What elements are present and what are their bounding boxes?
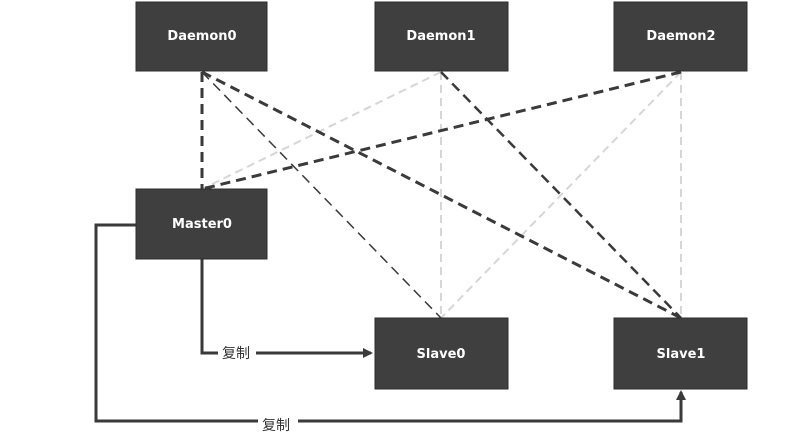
link-daemon2-slave0 [440,71,682,319]
link-daemon2-master0 [201,70,682,191]
replication-arrow-slave0 [200,259,373,358]
replication-label-slave1: 复制 [262,417,290,434]
light-monitor-links [201,71,682,319]
node-slave0-label: Slave0 [417,347,466,362]
node-daemon2-label: Daemon2 [646,29,715,44]
node-daemon2: Daemon2 [613,1,748,72]
link-daemon0-slave1 [201,70,682,320]
link-daemon0-slave0 [201,71,442,319]
node-slave0: Slave0 [374,317,509,390]
replication-links [94,223,686,423]
node-slave1: Slave1 [613,317,748,390]
node-daemon1: Daemon1 [374,1,509,72]
node-daemon1-label: Daemon1 [406,29,475,44]
link-daemon1-slave1 [440,71,682,319]
link-daemon1-master0 [201,71,442,190]
node-master0: Master0 [135,188,268,260]
node-slave1-label: Slave1 [657,347,706,362]
replication-label-slave0: 复制 [222,345,250,362]
node-master0-label: Master0 [172,217,232,232]
node-daemon0: Daemon0 [135,1,268,72]
replication-arrow-slave1 [94,223,686,423]
node-daemon0-label: Daemon0 [167,29,236,44]
dark-monitor-links [200,70,682,320]
